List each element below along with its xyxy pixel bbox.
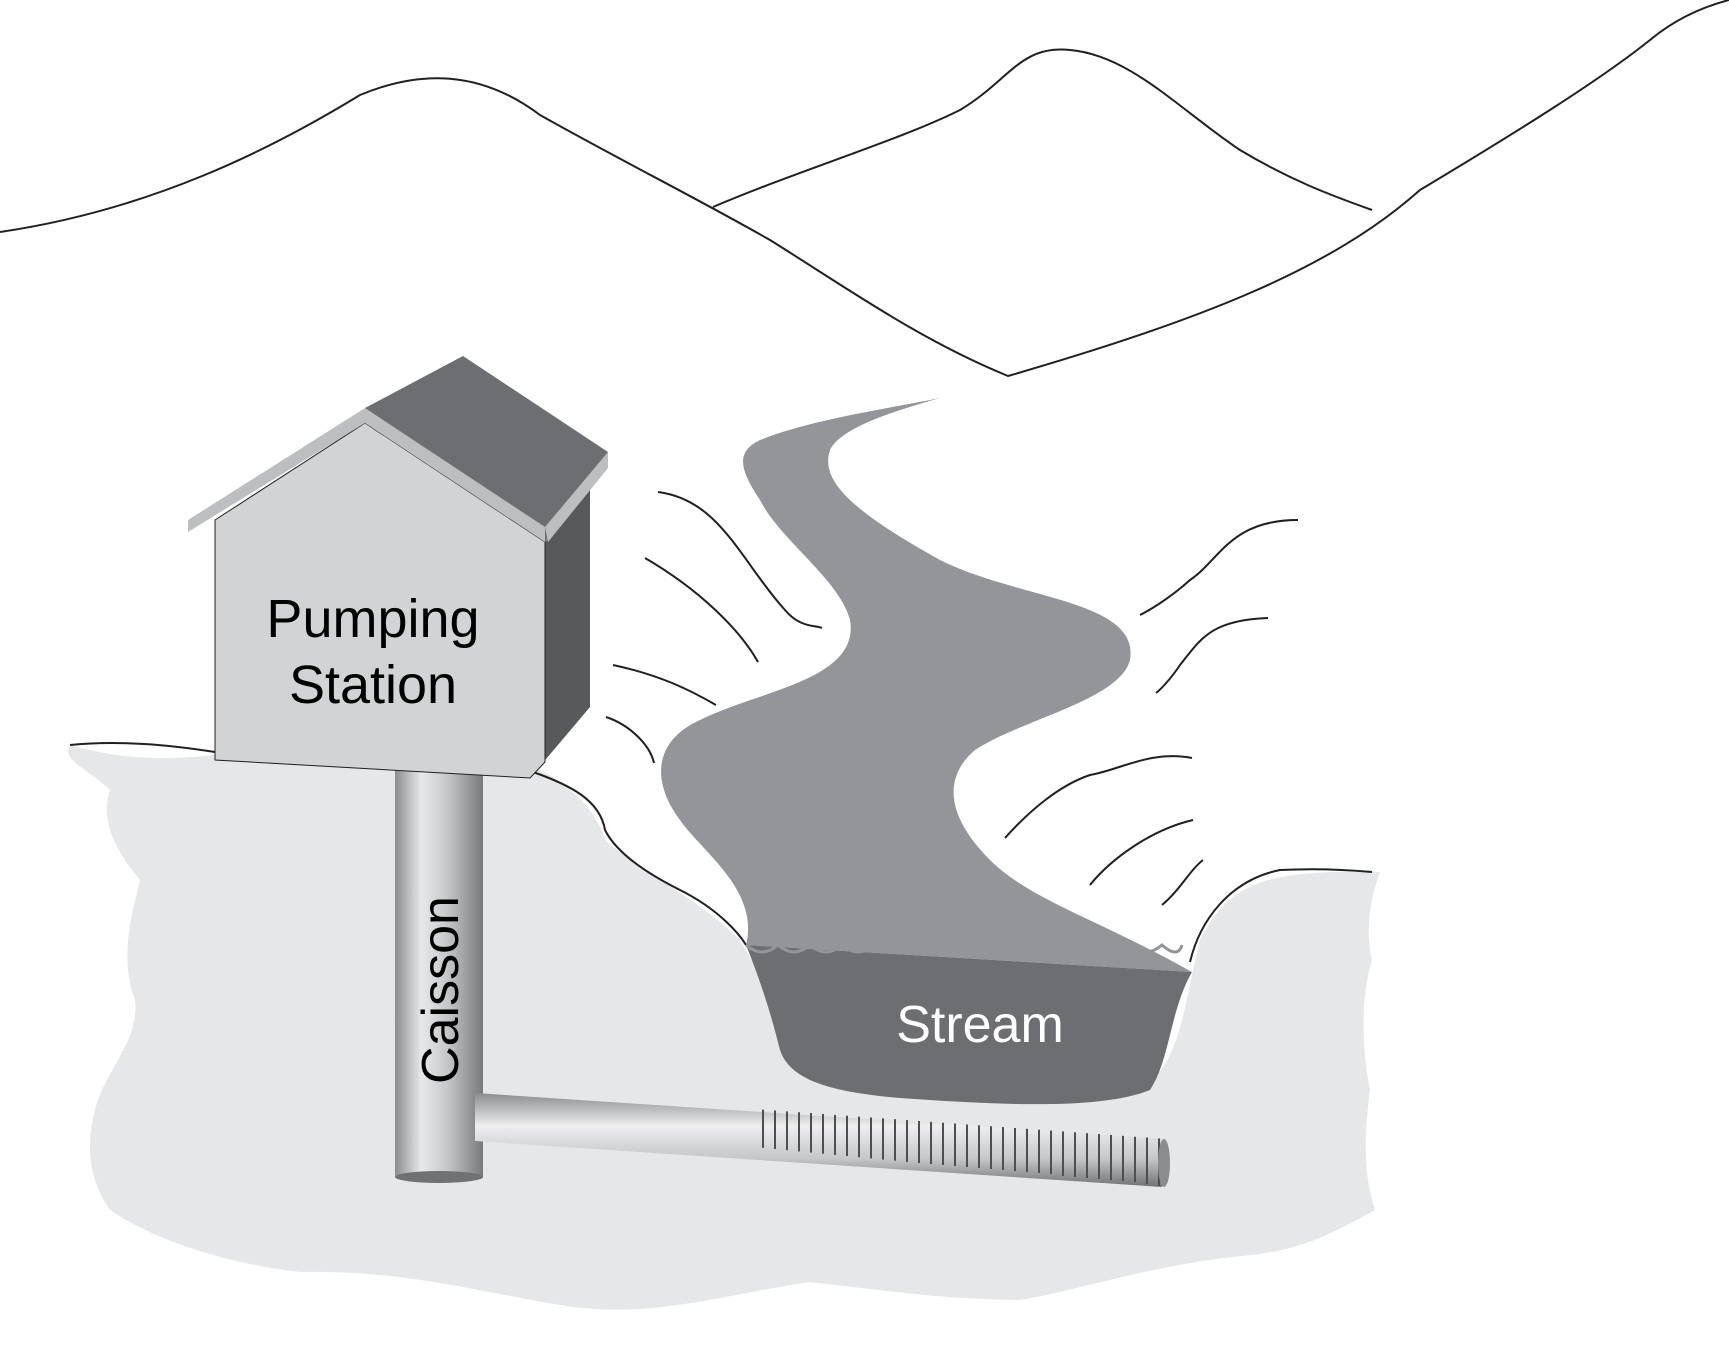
mountain-ridge-front xyxy=(0,0,1729,376)
caisson-label: Caisson xyxy=(412,896,470,1084)
collector-pipe-end xyxy=(1158,1139,1170,1187)
stream-label: Stream xyxy=(896,996,1064,1054)
pumping-station-label-line2: Station xyxy=(289,655,457,715)
pumping-station-label-line1: Pumping xyxy=(266,589,479,649)
mountain-ridge-back xyxy=(713,50,1372,210)
caisson-bottom xyxy=(395,1171,483,1183)
stream-surface xyxy=(661,398,1192,972)
